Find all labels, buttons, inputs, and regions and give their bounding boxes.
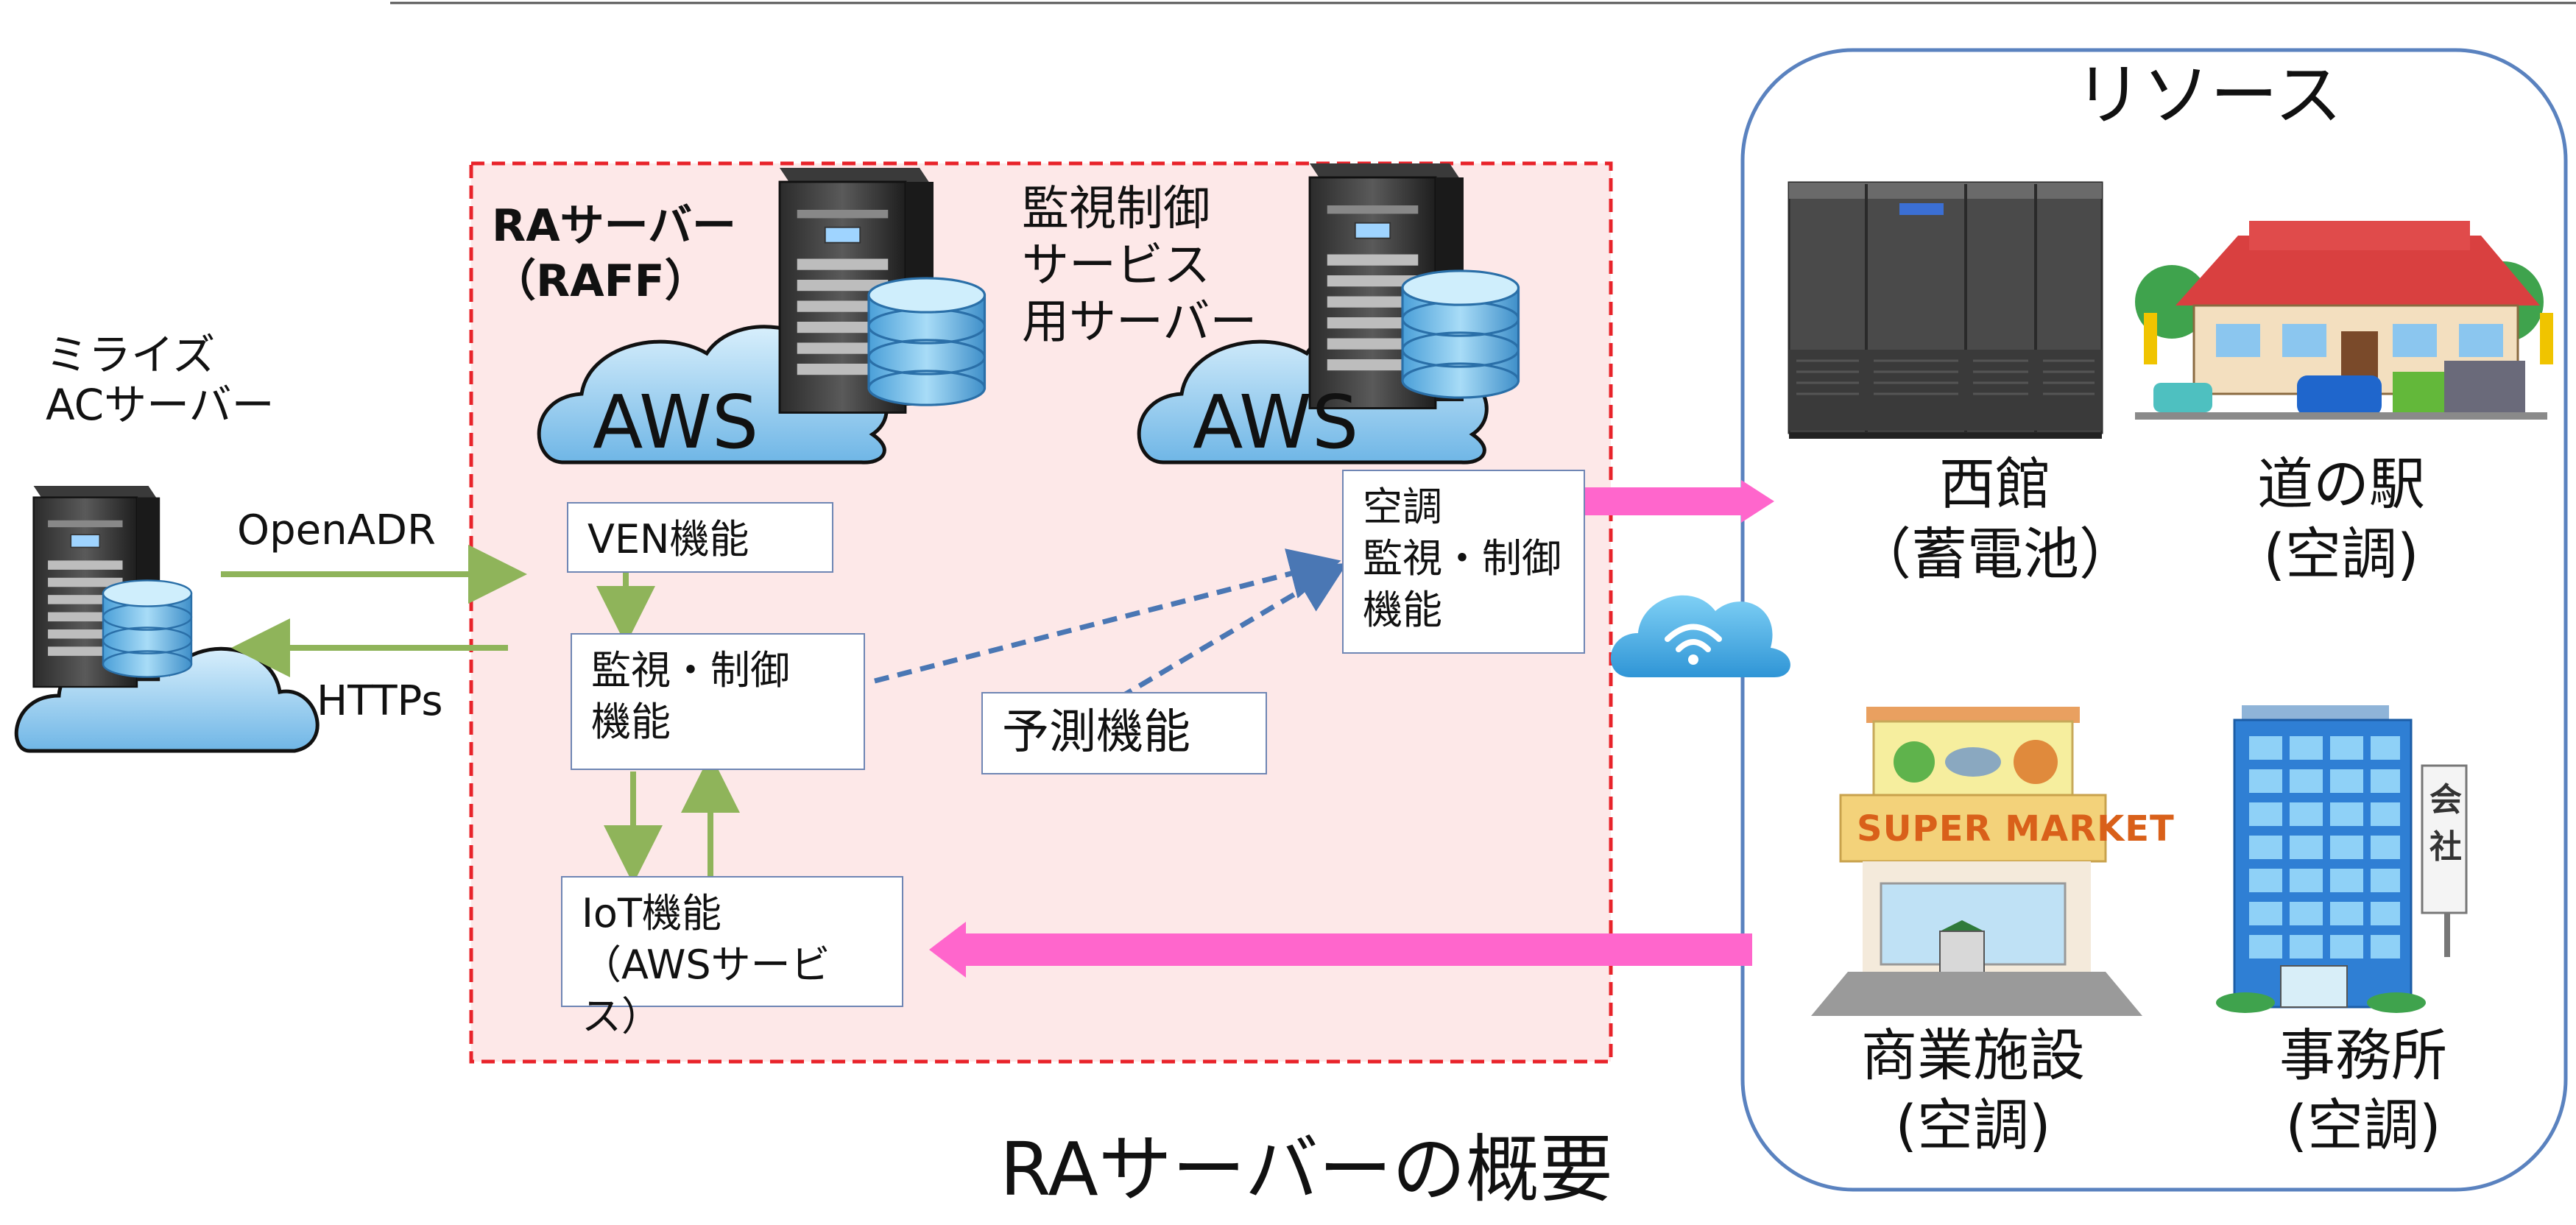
forecast-to-ac-dashed-arrow: [1118, 562, 1348, 701]
mirise-database-icon: [102, 579, 193, 678]
https-label: HTTPs: [317, 677, 443, 725]
supermarket-sign: SUPER MARKET: [1857, 808, 2175, 850]
resources-to-iot-arrow: [929, 922, 1752, 978]
ra-server-label: RAサーバー （RAFF）: [492, 200, 737, 307]
monitor-control-function-box: 監視・制御 機能: [571, 633, 865, 770]
ra-database-icon: [867, 277, 987, 406]
control-to-resources-arrow: [1584, 480, 1774, 523]
forecast-function-box: 予測機能: [981, 692, 1267, 774]
roadside-station-icon: [2135, 221, 2553, 420]
battery-cabinet-icon: [1788, 181, 2103, 439]
ven-function-box: VEN機能: [567, 502, 833, 573]
supermarket-icon: [1811, 707, 2142, 1016]
office-sign: 会 社: [2429, 781, 2462, 866]
openadr-label: OpenADR: [237, 506, 436, 554]
page-title: RAサーバーの概要: [1000, 1126, 1613, 1212]
resource-label-roadside-station: 道の駅 (空調): [2257, 451, 2425, 587]
office-building-icon: [2216, 705, 2468, 1013]
monitoring-server-label: 監視制御 サービス 用サーバー: [1022, 182, 1257, 350]
resources-title: リソース: [2075, 56, 2343, 135]
wifi-cloud-icon: [1610, 595, 1790, 677]
mirise-ac-server-label: ミライズ ACサーバー: [46, 330, 275, 431]
iot-function-box: IoT機能 （AWSサービス）: [561, 876, 903, 1039]
monitoring-aws-label: AWS: [1193, 379, 1359, 465]
monitoring-database-icon: [1401, 269, 1520, 399]
ac-monitor-control-function-box: 空調 監視・制御 機能: [1342, 470, 1585, 654]
resource-label-commercial: 商業施設 (空調): [1861, 1023, 2085, 1158]
resource-label-west-hall: 西館 （蓄電池）: [1855, 451, 2135, 587]
resource-label-office: 事務所 (空調): [2279, 1023, 2447, 1158]
monitor-to-ac-dashed-arrow: [874, 548, 1341, 684]
ra-aws-label: AWS: [593, 379, 759, 465]
